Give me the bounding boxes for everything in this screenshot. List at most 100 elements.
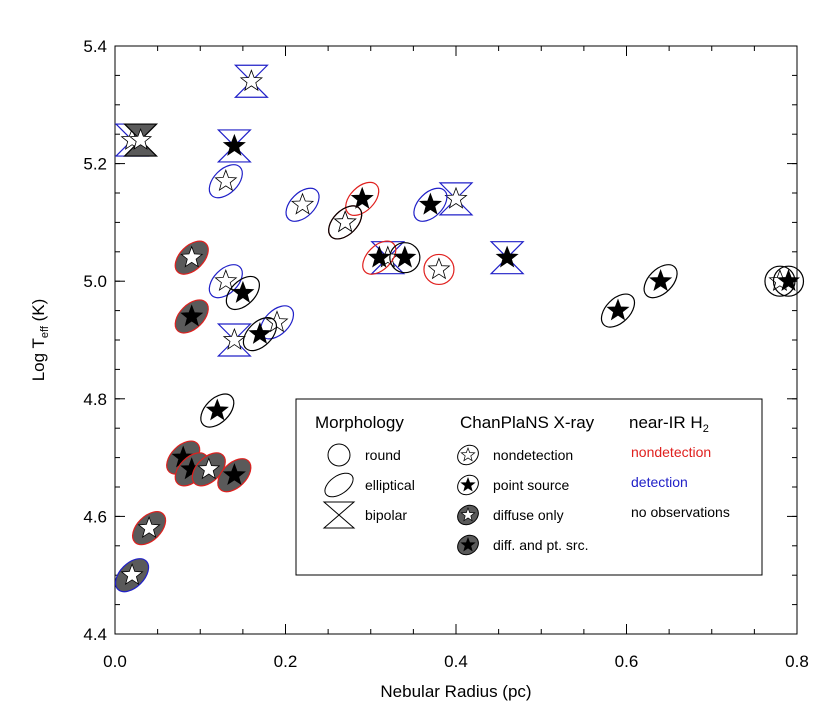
filled-star-icon — [248, 321, 272, 344]
filled-star-icon — [606, 298, 630, 321]
xray-symbol-outline — [457, 444, 479, 466]
filled-star-icon — [495, 245, 519, 268]
x-axis-title: Nebular Radius (pc) — [380, 682, 531, 701]
legend-morphology-label: round — [365, 447, 401, 463]
data-point — [174, 299, 209, 334]
round-outline — [389, 242, 421, 274]
y-axis-title: Log Teff (K) — [29, 299, 51, 382]
filled-star-icon — [460, 536, 476, 552]
y-tick-label: 5.0 — [83, 272, 107, 291]
open-star-icon — [214, 269, 238, 292]
elliptical-outline — [600, 293, 636, 328]
open-star-icon — [460, 506, 476, 522]
legend-h2-label: no observations — [631, 504, 730, 520]
filled-star-icon — [350, 186, 374, 209]
legend-morphology-elliptical: elliptical — [324, 472, 415, 498]
open-star-icon — [444, 186, 468, 209]
elliptical-outline — [200, 393, 235, 428]
xray-symbol-outline — [457, 474, 479, 496]
y-tick-label: 4.6 — [83, 507, 107, 526]
open-star-icon — [222, 327, 246, 350]
data-point — [217, 458, 252, 493]
filled-star-icon — [180, 304, 204, 327]
data-point — [216, 323, 252, 357]
data-point — [345, 181, 380, 216]
x-tick-label: 0.4 — [444, 652, 468, 671]
filled-star-icon — [222, 463, 246, 486]
open-star-icon — [137, 516, 161, 539]
legend-morphology-title: Morphology — [315, 413, 404, 432]
legend-xray-label: diffuse only — [493, 507, 564, 523]
elliptical-outline — [362, 240, 397, 275]
round-outline — [772, 265, 805, 297]
elliptical-outline — [225, 275, 260, 311]
legend-morphology-round: round — [327, 443, 401, 467]
elliptical-outline — [208, 164, 243, 199]
data-point — [191, 452, 226, 487]
y-tick-label: 5.4 — [83, 37, 107, 56]
data-point — [489, 241, 525, 275]
elliptical-outline — [643, 264, 678, 299]
legend-xray-title: ChanPlaNS X-ray — [460, 413, 595, 432]
open-star-icon — [265, 310, 289, 333]
legend: Morphology ChanPlaNS X-ray near-IR H2 ro… — [295, 398, 763, 576]
data-point — [242, 317, 278, 352]
filled-star-icon — [367, 245, 391, 268]
elliptical-symbol — [324, 472, 354, 498]
x-tick-label: 0.2 — [274, 652, 298, 671]
x-tick-label: 0.8 — [785, 652, 809, 671]
data-point — [438, 182, 474, 216]
data-point — [174, 240, 209, 275]
legend-morphology-label: bipolar — [365, 507, 407, 523]
y-tick-label: 5.2 — [83, 155, 107, 174]
open-star-icon — [239, 69, 263, 92]
legend-xray-diffpt: diff. and pt. src. — [457, 534, 588, 556]
filled-star-icon — [648, 269, 673, 292]
elliptical-outline — [242, 317, 278, 352]
legend-xray-point: point source — [457, 474, 569, 496]
data-point — [123, 123, 159, 157]
legend-box — [295, 398, 763, 576]
elliptical-outline — [413, 187, 448, 222]
legend-morphology-bipolar: bipolar — [322, 501, 407, 529]
axis-ticks — [114, 45, 798, 635]
data-points — [114, 64, 805, 593]
elliptical-outline — [328, 205, 363, 240]
data-point — [328, 205, 363, 240]
legend-xray-label: nondetection — [493, 447, 573, 463]
filled-star-icon — [393, 245, 417, 268]
elliptical-outline — [345, 181, 380, 216]
elliptical-outline — [285, 187, 320, 222]
legend-xray-label: diff. and pt. src. — [493, 537, 588, 553]
legend-items: round elliptical bipolar nondetection point … — [322, 443, 730, 556]
x-tick-label: 0.0 — [103, 652, 127, 671]
data-point — [114, 558, 150, 593]
round-outline — [423, 253, 455, 286]
open-star-icon — [427, 257, 451, 280]
filled-star-icon — [222, 133, 246, 156]
data-point — [200, 393, 235, 428]
open-star-icon — [291, 192, 315, 215]
legend-h2-title: near-IR H2 — [629, 413, 709, 435]
open-star-icon — [214, 169, 238, 192]
data-point — [285, 187, 320, 222]
legend-xray-label: point source — [493, 477, 569, 493]
data-point — [362, 240, 397, 275]
data-point — [423, 253, 455, 286]
open-star-icon — [333, 210, 357, 233]
filled-star-icon — [776, 269, 800, 292]
round-symbol — [327, 443, 351, 467]
open-star-icon — [180, 245, 204, 268]
filled-star-icon — [231, 280, 255, 303]
data-point — [233, 64, 269, 98]
open-star-icon — [129, 127, 153, 150]
legend-xray-nondetection: nondetection — [457, 444, 573, 466]
data-point — [772, 265, 805, 297]
data-point — [225, 275, 260, 311]
data-point — [216, 129, 252, 163]
y-tick-label: 4.8 — [83, 390, 107, 409]
legend-h2-label: nondetection — [631, 444, 711, 460]
filled-star-icon — [418, 192, 442, 215]
